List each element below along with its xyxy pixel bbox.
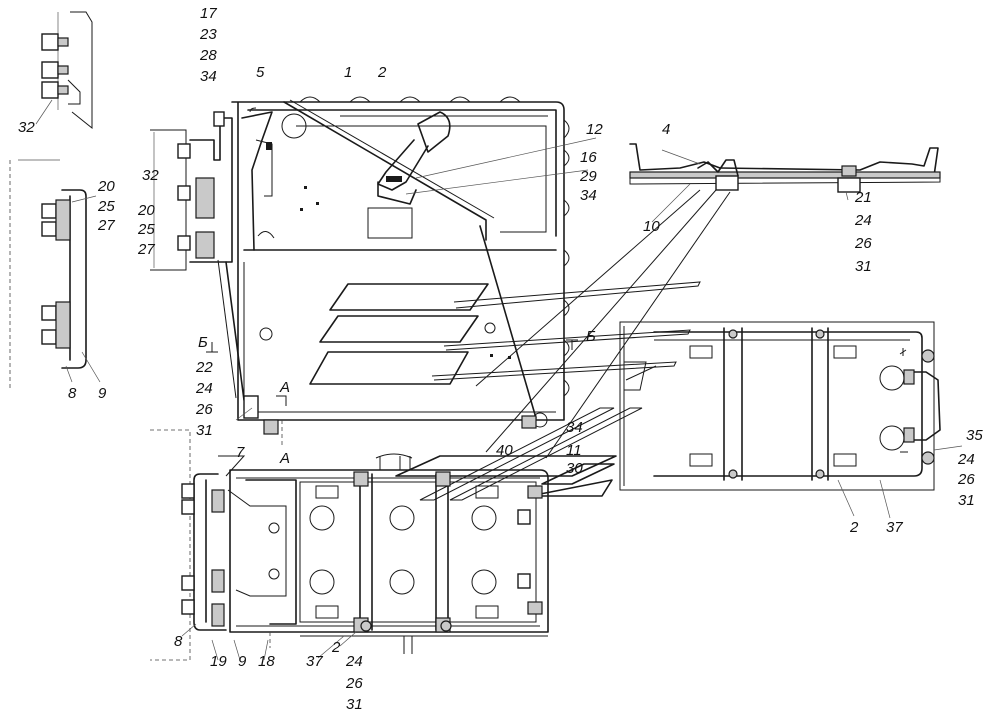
- callout-label-l22: 22: [195, 359, 213, 376]
- callout-label-l30: 30: [566, 460, 583, 477]
- callout-label-l24d: 24: [345, 653, 363, 670]
- callout-label-l20a: 20: [97, 178, 115, 195]
- callout-label-l32a: 32: [18, 119, 35, 136]
- top-left-bracket-detail: [35, 11, 93, 130]
- callout-label-l32b: 32: [142, 167, 159, 184]
- callout-label-l31a: 31: [855, 258, 872, 275]
- callout-label-l40: 40: [496, 442, 513, 459]
- callout-label-l2c: 2: [331, 639, 341, 656]
- callout-label-l26a: 26: [854, 235, 872, 252]
- callout-label-l37b: 37: [306, 653, 323, 670]
- callout-label-l26c: 26: [957, 471, 975, 488]
- callout-label-l9a: 9: [98, 385, 107, 402]
- callout-label-l37a: 37: [886, 519, 903, 536]
- callout-label-l18: 18: [258, 653, 275, 670]
- side-strap-detail: [9, 159, 101, 390]
- callout-label-l25b: 25: [137, 221, 155, 238]
- callout-label-l26d: 26: [345, 675, 363, 692]
- callout-label-l8a: 8: [68, 385, 77, 402]
- callout-label-l10: 10: [643, 218, 660, 235]
- battery-box-front-view: [150, 96, 578, 448]
- callout-label-l2a: 2: [377, 64, 387, 81]
- callout-label-l24c: 24: [957, 451, 975, 468]
- callout-label-l24a: 24: [854, 212, 872, 229]
- callout-label-l20b: 20: [137, 202, 155, 219]
- lid-handle: [377, 111, 451, 205]
- callout-label-l31c: 31: [958, 492, 975, 509]
- callout-label-l21: 21: [854, 189, 872, 206]
- callout-label-l27b: 27: [137, 241, 155, 258]
- callout-label-l9b: 9: [238, 653, 247, 670]
- callout-label-l17: 17: [200, 5, 217, 22]
- callout-label-l25a: 25: [97, 198, 115, 215]
- callout-label-l24b: 24: [195, 380, 213, 397]
- right-plan-view: [619, 321, 963, 519]
- callout-label-l27a: 27: [97, 217, 115, 234]
- callout-label-l11: 11: [566, 442, 582, 459]
- callout-label-l7: 7: [236, 444, 245, 461]
- bolt: [41, 33, 81, 105]
- callout-label-l28: 28: [199, 47, 217, 64]
- callout-label-l23: 23: [199, 26, 217, 43]
- callout-label-l5: 5: [256, 64, 265, 81]
- callout-label-lB1: Б: [198, 334, 208, 351]
- callout-label-l12: 12: [586, 121, 603, 138]
- callout-label-l35: 35: [966, 427, 983, 444]
- callout-label-lB2: Б: [586, 328, 596, 345]
- callout-label-l1: 1: [344, 64, 352, 81]
- callout-label-l31b: 31: [196, 422, 213, 439]
- callout-label-l19: 19: [210, 653, 227, 670]
- callout-label-l8b: 8: [174, 633, 183, 650]
- callout-label-l34c: 34: [566, 419, 583, 436]
- callout-label-l26b: 26: [195, 401, 213, 418]
- callout-label-l34a: 34: [200, 68, 217, 85]
- callout-label-l29: 29: [579, 168, 597, 185]
- callout-label-lA2: А: [279, 450, 290, 467]
- bottom-plan-view: [150, 429, 549, 661]
- callout-label-l34b: 34: [580, 187, 597, 204]
- callout-label-l2b: 2: [849, 519, 859, 536]
- callout-label-l4: 4: [662, 121, 670, 138]
- callout-label-l31d: 31: [346, 696, 363, 713]
- callout-label-lA1: А: [279, 379, 290, 396]
- section-plates: [309, 281, 701, 501]
- lid-cross-section: [405, 137, 941, 459]
- callout-label-l16: 16: [580, 149, 597, 166]
